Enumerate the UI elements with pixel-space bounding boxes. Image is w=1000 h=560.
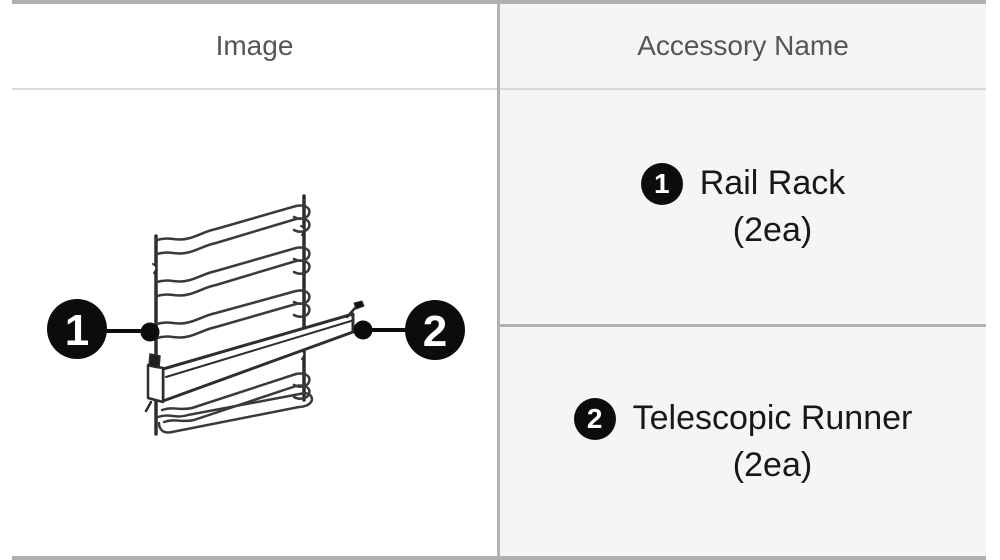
accessory-1-number-badge: 1 <box>640 163 683 205</box>
column-header-image: Image <box>12 4 497 88</box>
callout-1-circle <box>47 299 107 359</box>
accessory-item-1: 1 Rail Rack (2ea) <box>640 160 845 254</box>
callout-1: 1 <box>47 299 160 359</box>
rack-wire-levels <box>155 204 314 434</box>
accessory-2-name: Telescopic Runner <box>632 398 913 437</box>
accessory-2-quantity: (2ea) <box>732 445 813 484</box>
accessory-table: Image Accessory Name <box>12 0 986 560</box>
accessory-row-rail-rack: 1 Rail Rack (2ea) <box>500 90 986 324</box>
callout-2-leader-dot <box>353 320 373 340</box>
accessory-row-telescopic-runner: 2 Telescopic Runner (2ea) <box>500 327 986 556</box>
column-divider-line <box>497 4 500 556</box>
column-header-image-label: Image <box>215 30 294 61</box>
telescopic-runner-art <box>144 300 365 413</box>
callout-2: 2 <box>353 300 465 360</box>
callout-2-number: 2 <box>423 307 447 356</box>
callout-1-leader-dot <box>140 322 160 342</box>
accessory-2-number-badge: 2 <box>573 397 616 440</box>
row-divider-line <box>500 324 986 327</box>
accessory-item-2: 2 Telescopic Runner (2ea) <box>573 395 913 489</box>
callout-2-circle <box>405 300 465 360</box>
callout-1-number: 1 <box>65 306 89 355</box>
accessory-2-text: Telescopic Runner (2ea) <box>633 395 913 489</box>
column-header-accessory-name: Accessory Name <box>500 4 986 88</box>
accessory-1-quantity: (2ea) <box>732 211 813 249</box>
column-header-accessory-name-label: Accessory Name <box>637 30 849 61</box>
image-cell: 1 2 <box>12 90 497 556</box>
accessory-1-name: Rail Rack <box>699 164 846 202</box>
rack-line-drawing: 1 2 <box>47 194 465 436</box>
accessory-1-text: Rail Rack (2ea) <box>700 160 845 254</box>
